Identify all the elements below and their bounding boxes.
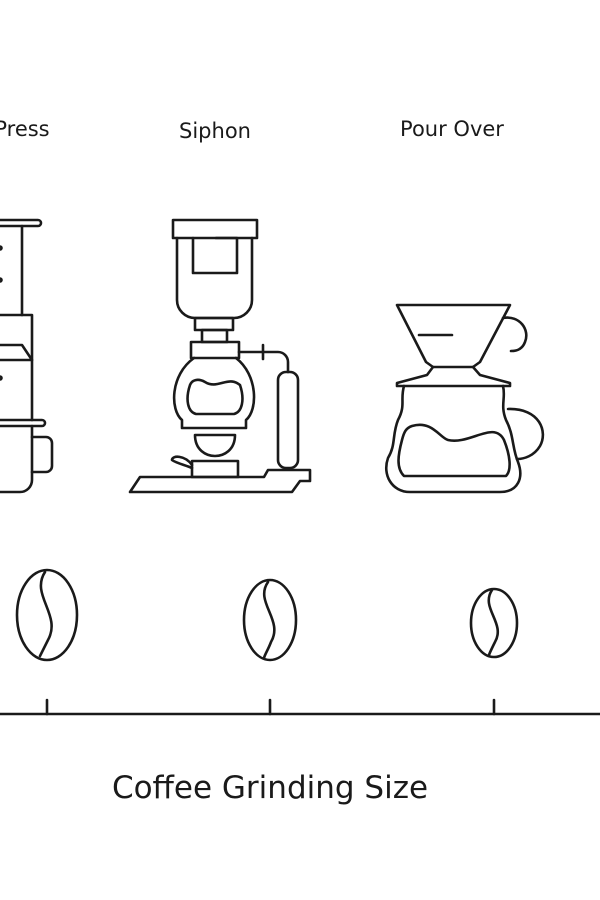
grind-size-axis [0, 698, 600, 716]
label-pour-over: Pour Over [400, 117, 504, 141]
french-press-icon [0, 218, 54, 494]
label-press: Press [0, 117, 50, 141]
coarse-bean-icon [15, 568, 79, 662]
siphon-icon [128, 218, 312, 494]
axis-title: Coffee Grinding Size [111, 770, 429, 806]
label-siphon: Siphon [179, 119, 251, 143]
pour-over-icon [385, 303, 545, 494]
fine-bean-icon [469, 587, 519, 659]
medium-bean-icon [242, 578, 298, 662]
